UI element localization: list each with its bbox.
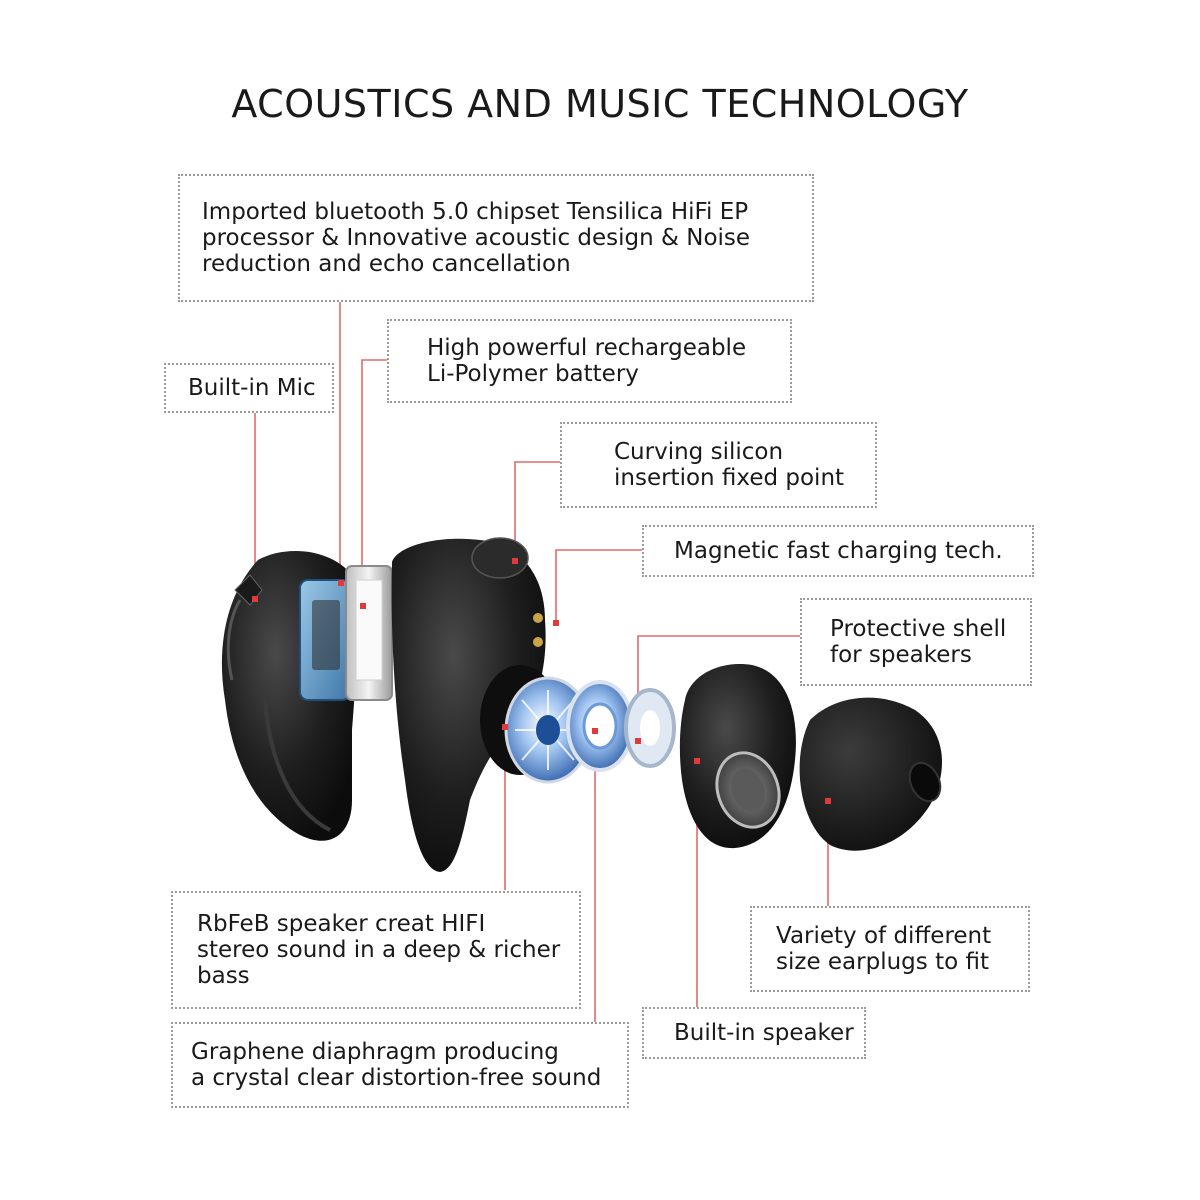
- callout-chipset: Imported bluetooth 5.0 chipset Tensilica…: [178, 174, 814, 302]
- callout-builtin-speaker: Built-in speaker: [642, 1007, 866, 1059]
- callout-diaphragm: Graphene diaphragm producing a crystal c…: [171, 1022, 629, 1108]
- graphene-diaphragm: [566, 680, 676, 772]
- callout-earplugs: Variety of different size earplugs to fi…: [750, 906, 1030, 992]
- callout-shell: Protective shell for speakers: [800, 598, 1032, 686]
- back-housing: [221, 551, 393, 841]
- callout-silicon: Curving silicon insertion fixed point: [560, 422, 877, 508]
- ear-tip: [799, 697, 942, 851]
- callout-battery: High powerful rechargeable Li-Polymer ba…: [387, 319, 792, 403]
- callout-mic: Built-in Mic: [164, 363, 334, 413]
- page-title: ACOUSTICS AND MUSIC TECHNOLOGY: [231, 82, 969, 126]
- marker-dots: [252, 558, 831, 804]
- callout-speaker-driver: RbFeB speaker creat HIFI stereo sound in…: [171, 891, 581, 1009]
- callout-charging: Magnetic fast charging tech.: [642, 525, 1034, 577]
- protective-shell: [679, 664, 796, 849]
